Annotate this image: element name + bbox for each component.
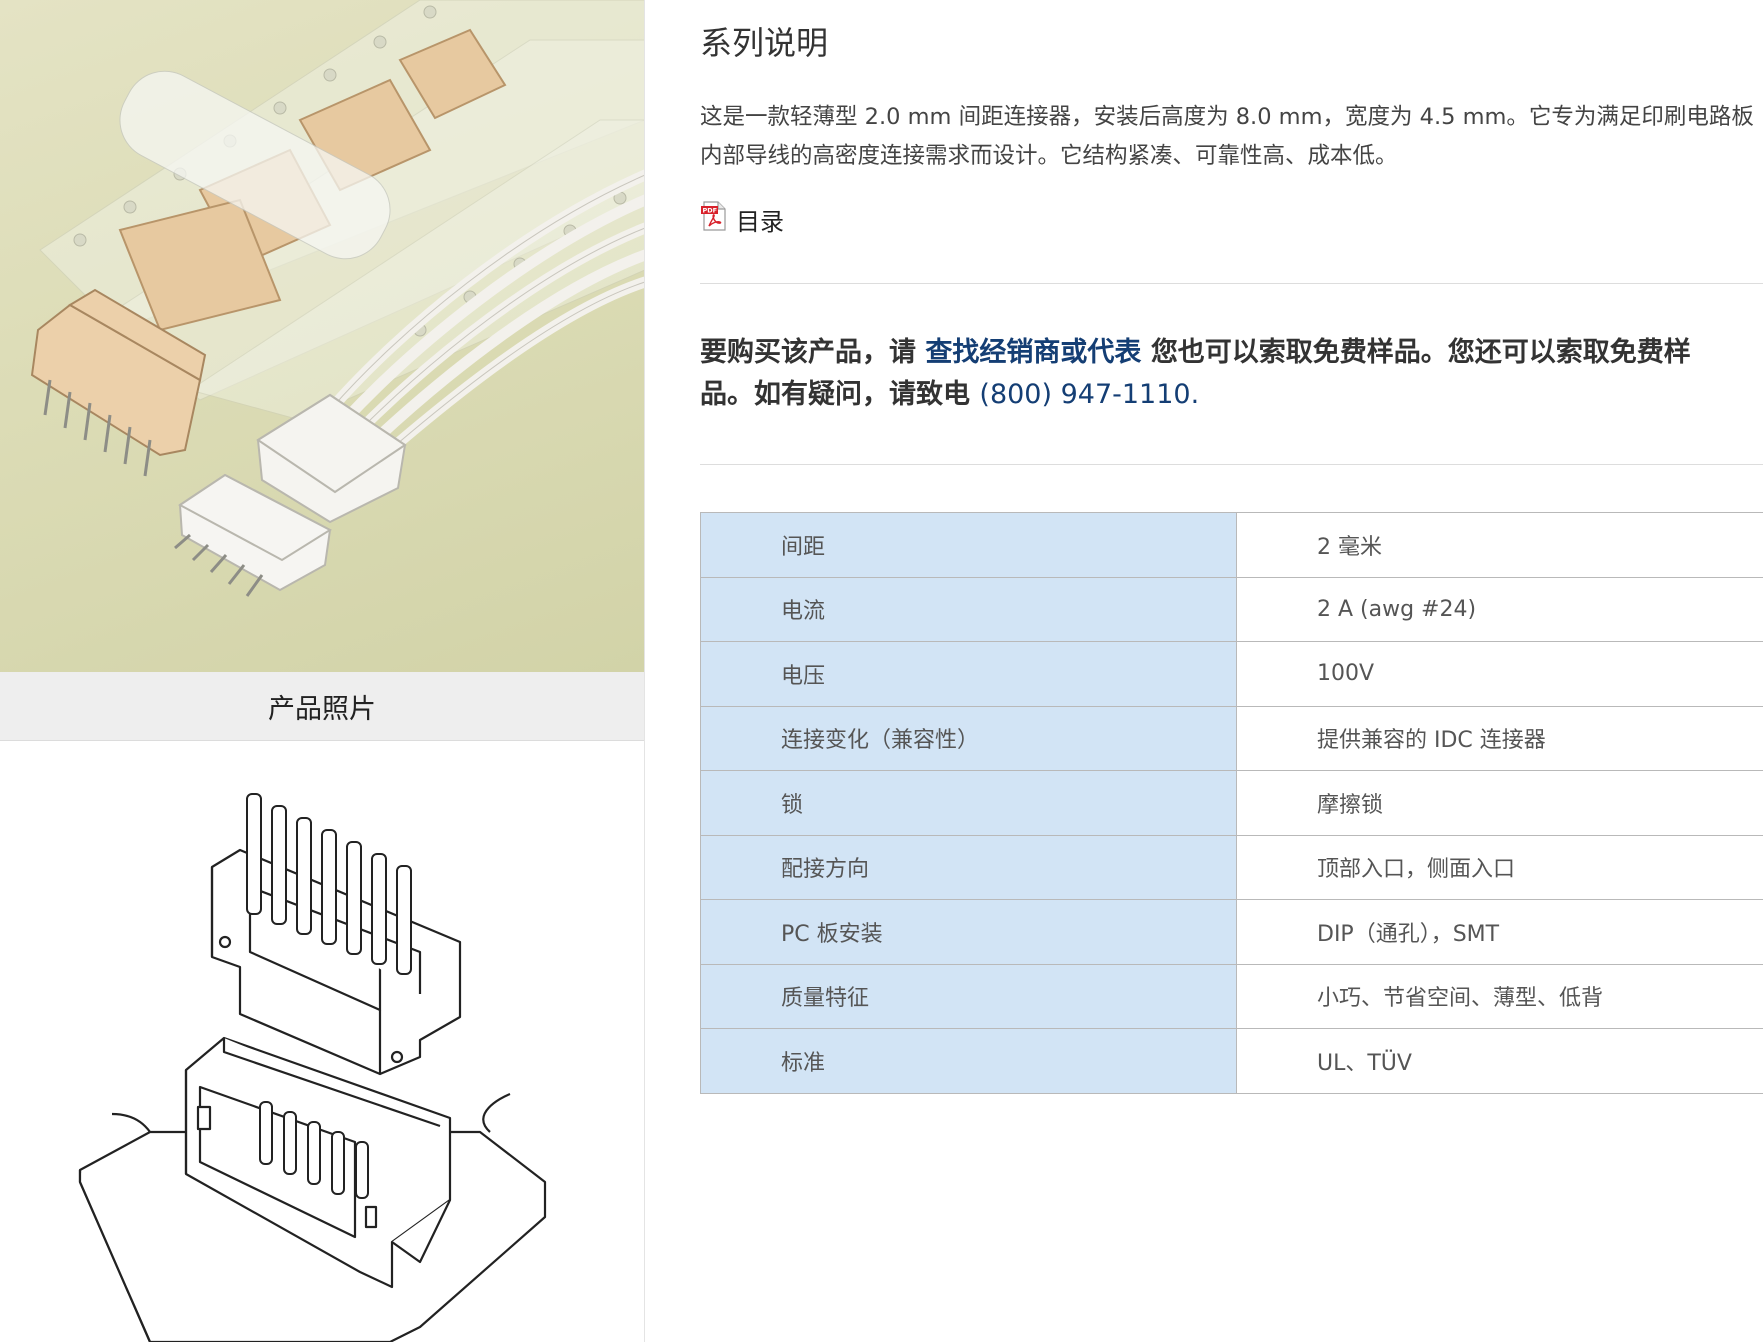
spec-label: 质量特征 xyxy=(700,963,1237,1029)
spec-label: 锁 xyxy=(700,770,1237,836)
spec-label: 配接方向 xyxy=(700,834,1237,900)
table-row: 间距 2 毫米 xyxy=(700,512,1763,578)
spec-label: 标准 xyxy=(700,1028,1237,1094)
table-row: 配接方向 顶部入口，侧面入口 xyxy=(700,834,1763,900)
purchase-text: 您也可以索取免费样品。您还可以索取免费样品。如有疑问，请致电 xyxy=(700,337,1691,410)
divider xyxy=(700,464,1763,465)
series-details: 系列说明 这是一款轻薄型 2.0 mm 间距连接器，安装后高度为 8.0 mm，… xyxy=(700,0,1763,1342)
spec-value: DIP（通孔），SMT xyxy=(1236,899,1763,965)
spec-value: 顶部入口，侧面入口 xyxy=(1236,834,1763,900)
table-row: 电流 2 A (awg #24) xyxy=(700,576,1763,642)
spec-value: 摩擦锁 xyxy=(1236,770,1763,836)
spec-value: 小巧、节省空间、薄型、低背 xyxy=(1236,963,1763,1029)
product-gallery: 产品照片 xyxy=(0,0,645,1342)
product-photo[interactable] xyxy=(0,0,644,672)
spec-label: 间距 xyxy=(700,512,1237,578)
photo-caption: 产品照片 xyxy=(0,672,644,741)
purchase-suffix: . xyxy=(1190,379,1200,410)
section-title: 系列说明 xyxy=(700,24,829,62)
spec-value: UL、TÜV xyxy=(1236,1028,1763,1094)
table-row: PC 板安装 DIP（通孔），SMT xyxy=(700,899,1763,965)
spec-label: 电压 xyxy=(700,641,1237,707)
purchase-prefix: 要购买该产品，请 xyxy=(700,337,916,368)
table-row: 标准 UL、TÜV xyxy=(700,1028,1763,1094)
spec-table: 间距 2 毫米 电流 2 A (awg #24) 电压 100V 连接变化（兼容… xyxy=(700,512,1763,1094)
connector-line-drawing[interactable] xyxy=(0,742,644,1342)
find-distributor-link[interactable]: 查找经销商或代表 xyxy=(925,337,1142,368)
table-row: 电压 100V xyxy=(700,641,1763,707)
table-row: 质量特征 小巧、节省空间、薄型、低背 xyxy=(700,963,1763,1029)
pdf-icon: PDF xyxy=(700,201,728,237)
svg-text:PDF: PDF xyxy=(703,207,718,215)
spec-label: PC 板安装 xyxy=(700,899,1237,965)
table-row: 锁 摩擦锁 xyxy=(700,770,1763,836)
spec-value: 100V xyxy=(1236,641,1763,707)
table-row: 连接变化（兼容性） 提供兼容的 IDC 连接器 xyxy=(700,705,1763,771)
catalog-link[interactable]: PDF 目录 xyxy=(700,201,784,237)
series-description: 这是一款轻薄型 2.0 mm 间距连接器，安装后高度为 8.0 mm，宽度为 4… xyxy=(700,104,1754,169)
divider xyxy=(700,283,1763,284)
spec-value: 2 A (awg #24) xyxy=(1236,576,1763,642)
spec-value: 提供兼容的 IDC 连接器 xyxy=(1236,705,1763,771)
phone-number[interactable]: (800) 947-1110 xyxy=(979,379,1191,410)
purchase-info: 要购买该产品，请 查找经销商或代表 您也可以索取免费样品。您还可以索取免费样品。… xyxy=(700,332,1740,416)
spec-label: 电流 xyxy=(700,576,1237,642)
catalog-label: 目录 xyxy=(736,207,784,236)
spec-label: 连接变化（兼容性） xyxy=(700,705,1237,771)
spec-value: 2 毫米 xyxy=(1236,512,1763,578)
